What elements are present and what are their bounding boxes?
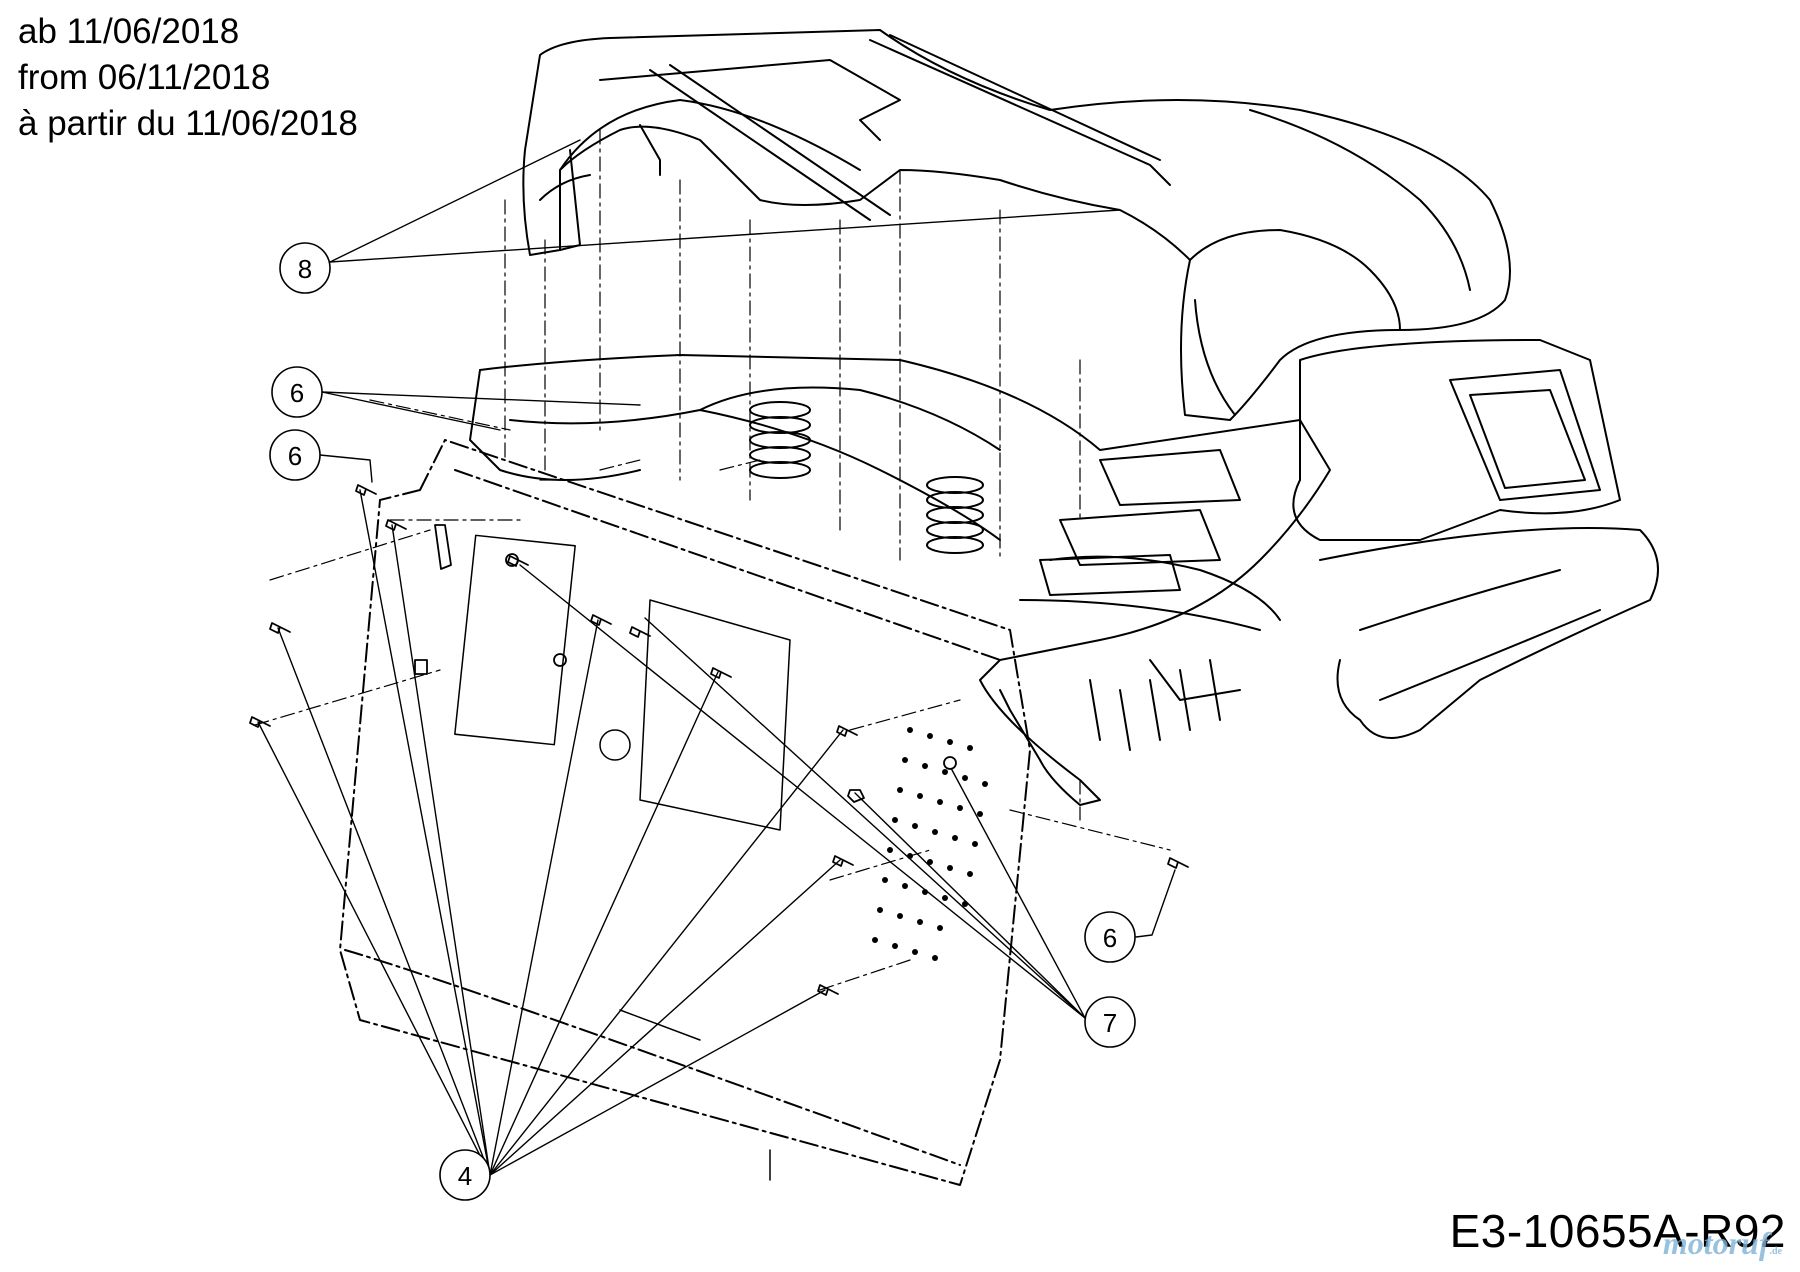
leader-lines [257, 139, 1176, 1176]
rear-console [1292, 339, 1659, 739]
panel-openings [454, 534, 791, 1181]
drawing-code: E3-10655A-R92 [1449, 1205, 1786, 1257]
callout-6-right-label: 6 [1103, 923, 1117, 953]
watermark-suffix: .de [1769, 1246, 1783, 1257]
floor-deck [469, 354, 1331, 806]
callout-6-right-circle [1084, 911, 1136, 963]
callout-7-label: 7 [1103, 1008, 1117, 1038]
date-note-german: ab 11/06/2018 [18, 12, 240, 51]
callout-8-label: 8 [298, 254, 312, 284]
vent-holes [872, 727, 988, 961]
date-note-english: from 06/11/2018 [18, 58, 271, 97]
callout-4-label: 4 [458, 1161, 472, 1191]
seat-springs [749, 401, 984, 554]
assembly-guides [254, 129, 1171, 991]
callout-6-upper-circle [271, 366, 323, 418]
callout-6-left-label: 6 [288, 441, 302, 471]
callout-circles [269, 242, 1136, 1201]
front-cover-panel [339, 439, 1031, 1186]
callout-6-upper-label: 6 [290, 378, 304, 408]
screws [249, 484, 1189, 996]
watermark-text: motoruf [1662, 1225, 1770, 1261]
callout-7-circle [1084, 996, 1136, 1048]
callout-4-circle [439, 1149, 491, 1201]
date-note-french: à partir du 11/06/2018 [18, 104, 358, 143]
fender-shell [522, 29, 1511, 421]
callout-8-circle [279, 242, 331, 294]
callout-6-left-circle [269, 429, 321, 481]
watermark-logo: motoruf.de [1663, 1225, 1782, 1262]
